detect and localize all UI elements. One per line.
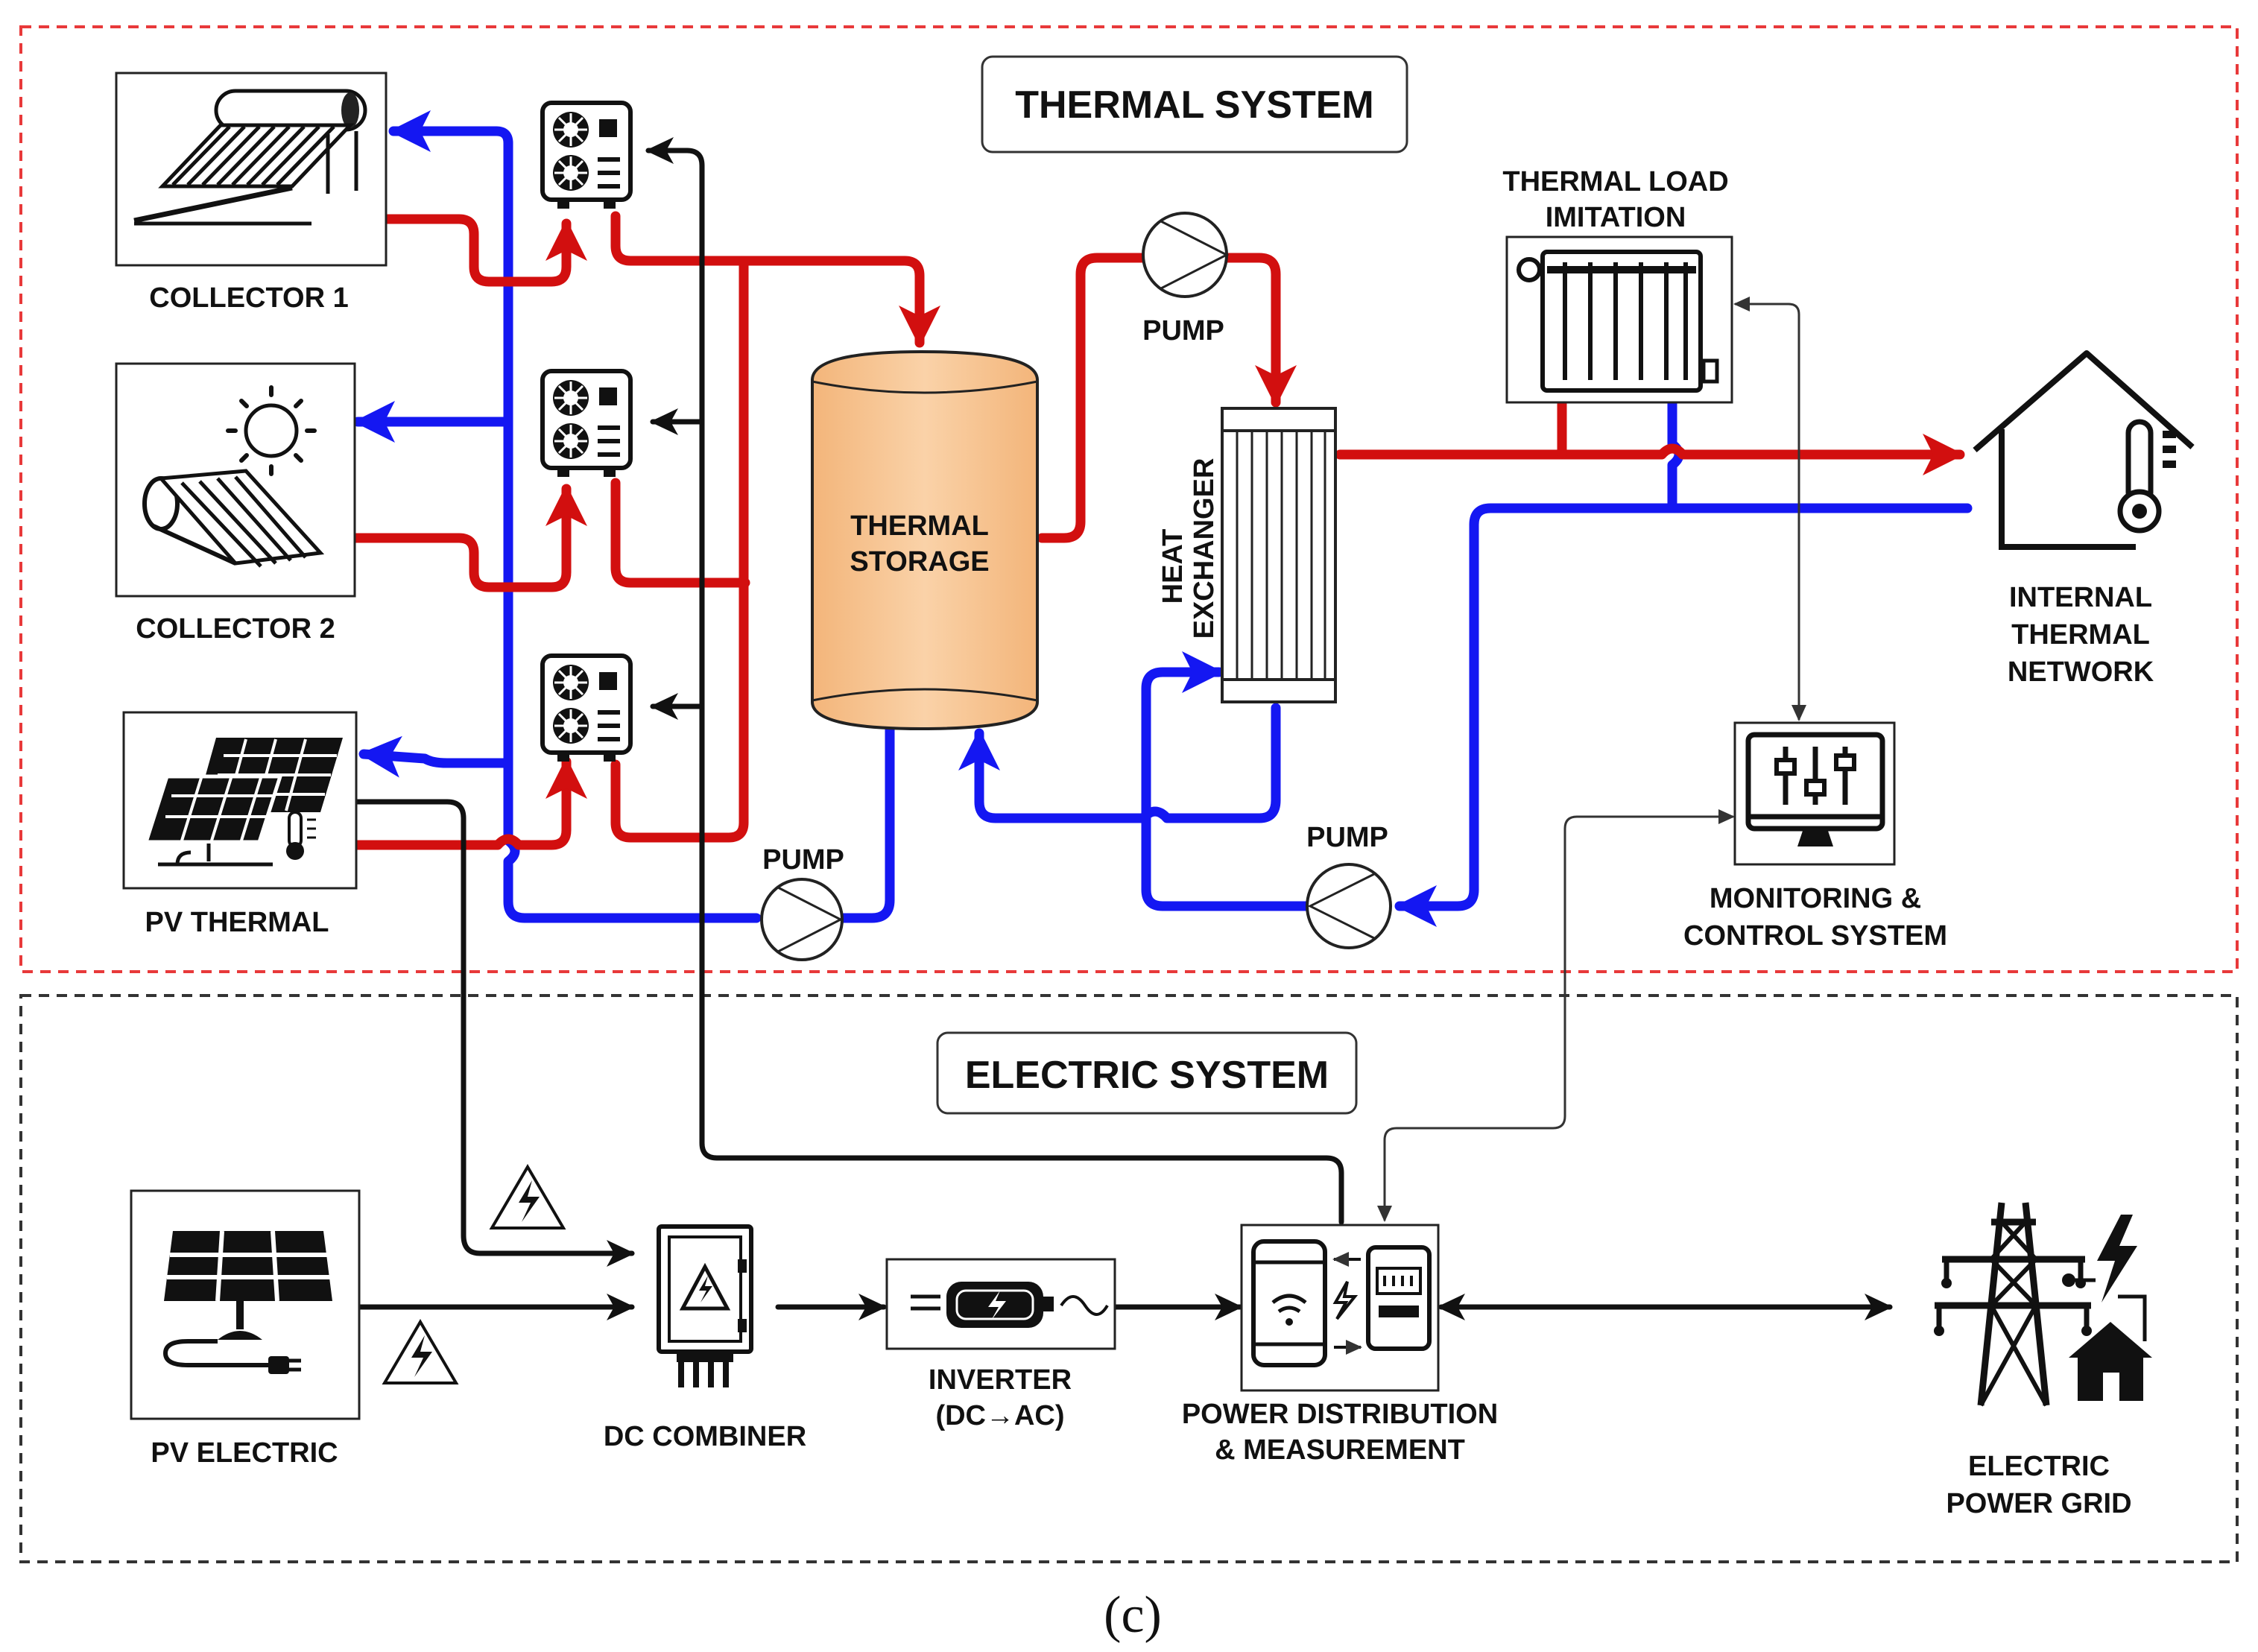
heat-pump-icon: [540, 369, 633, 477]
heat-pump-2: [540, 369, 633, 477]
radiator-icon: [1517, 250, 1719, 393]
lightning-bolt-icon: [2097, 1215, 2137, 1303]
collector-2-label: COLLECTOR 2: [136, 613, 335, 645]
pump-icon: [1142, 212, 1230, 298]
heat-pump-3: [540, 653, 633, 762]
heat-pump-1: [540, 101, 633, 209]
monitor-sliders-icon: [1745, 732, 1885, 846]
collector-1: COLLECTOR 1: [115, 72, 388, 314]
dc-combiner-label: DC COMBINER: [604, 1421, 806, 1452]
thermal-storage-label-line1: THERMAL: [850, 510, 989, 542]
heat-pump-icon: [540, 653, 633, 762]
monitoring-control-system: MONITORING & CONTROL SYSTEM: [1683, 721, 1947, 952]
svg-text:THERMAL SYSTEM: THERMAL SYSTEM: [1015, 83, 1374, 127]
dc-combiner: DC COMBINER: [604, 1224, 806, 1452]
thermal-load-imitation: THERMAL LOAD IMITATION: [1502, 166, 1733, 404]
electric-power-grid: ELECTRIC POWER GRID: [1934, 1202, 2152, 1519]
inverter-label-line1: INVERTER: [929, 1364, 1072, 1396]
smart-meter-icon: [1251, 1239, 1432, 1367]
distribution-label-line2: & MEASUREMENT: [1215, 1434, 1465, 1466]
electric-system-title: ELECTRIC SYSTEM: [936, 1031, 1358, 1115]
distribution-label-line1: POWER DISTRIBUTION: [1182, 1399, 1498, 1430]
pump-bottom-right-label: PUMP: [1306, 822, 1388, 853]
power-distribution: POWER DISTRIBUTION & MEASUREMENT: [1182, 1224, 1498, 1466]
solar-panel-plug-icon: [162, 1230, 332, 1374]
thermal-system-boundary: [19, 25, 2239, 973]
heat-pump-icon: [540, 101, 633, 209]
network-label-line2: THERMAL: [2011, 619, 2150, 651]
thermal-load-label-line1: THERMAL LOAD: [1502, 166, 1728, 197]
flat-plate-collector-icon: [142, 385, 325, 568]
pump-icon: [760, 878, 844, 961]
thermal-storage-label-line2: STORAGE: [850, 546, 989, 577]
pump-top-label: PUMP: [1142, 315, 1224, 346]
pump-bottom-right: PUMP: [1306, 822, 1392, 949]
transmission-tower-icon: [1934, 1202, 2092, 1407]
heat-exchanger-icon: [1221, 407, 1337, 703]
pv-thermal: PV THERMAL: [122, 711, 358, 938]
thermal-system-title: THERMAL SYSTEM: [981, 55, 1408, 154]
heat-exchanger-label-line1: HEAT: [1157, 529, 1189, 604]
pv-electric: PV ELECTRIC: [130, 1189, 361, 1469]
battery-inverter-icon: [911, 1282, 1109, 1328]
svg-text:ELECTRIC SYSTEM: ELECTRIC SYSTEM: [965, 1054, 1329, 1097]
signal-lines: [1377, 297, 1806, 1222]
collector-1-label: COLLECTOR 1: [149, 282, 348, 314]
figure-caption: (c): [1104, 1586, 1162, 1644]
pv-thermal-icon: [143, 738, 343, 867]
grid-label-line1: ELECTRIC: [1968, 1451, 2110, 1482]
network-label-line1: INTERNAL: [2009, 582, 2152, 613]
grid-label-line2: POWER GRID: [1946, 1488, 2131, 1519]
monitoring-label-line1: MONITORING &: [1710, 883, 1921, 914]
inverter-label-line2: (DC→AC): [935, 1400, 1064, 1431]
pump-bottom-left-label: PUMP: [762, 844, 844, 876]
pump-icon: [1306, 863, 1392, 949]
pv-thermal-label: PV THERMAL: [145, 907, 329, 938]
collector-2: COLLECTOR 2: [115, 362, 356, 645]
thermal-storage: THERMAL STORAGE: [811, 349, 1039, 731]
hot-pipes: [351, 211, 1965, 850]
inverter: INVERTER (DC→AC): [885, 1258, 1116, 1431]
network-label-line3: NETWORK: [2008, 656, 2154, 688]
thermal-load-label-line2: IMITATION: [1546, 202, 1686, 233]
solar-tube-collector-icon: [133, 89, 367, 226]
internal-thermal-network: INTERNAL THERMAL NETWORK: [1973, 350, 2195, 688]
pv-electric-label: PV ELECTRIC: [151, 1437, 338, 1469]
house-thermometer-icon: [1973, 350, 2195, 550]
cold-pipes: [352, 110, 1973, 927]
house-icon: [2069, 1322, 2152, 1401]
electrical-cabinet-icon: [657, 1224, 753, 1387]
pump-top: PUMP: [1142, 212, 1230, 346]
high-voltage-warning-icon: [382, 1319, 459, 1384]
electric-system-boundary: [19, 994, 2239, 1563]
high-voltage-warning-icon: [489, 1164, 566, 1229]
pump-bottom-left: PUMP: [760, 844, 844, 961]
heat-exchanger-label-line2: EXCHANGER: [1189, 458, 1220, 639]
heat-exchanger: HEAT EXCHANGER: [1157, 407, 1337, 703]
monitoring-label-line2: CONTROL SYSTEM: [1683, 920, 1947, 952]
electric-lines: [353, 137, 1893, 1320]
